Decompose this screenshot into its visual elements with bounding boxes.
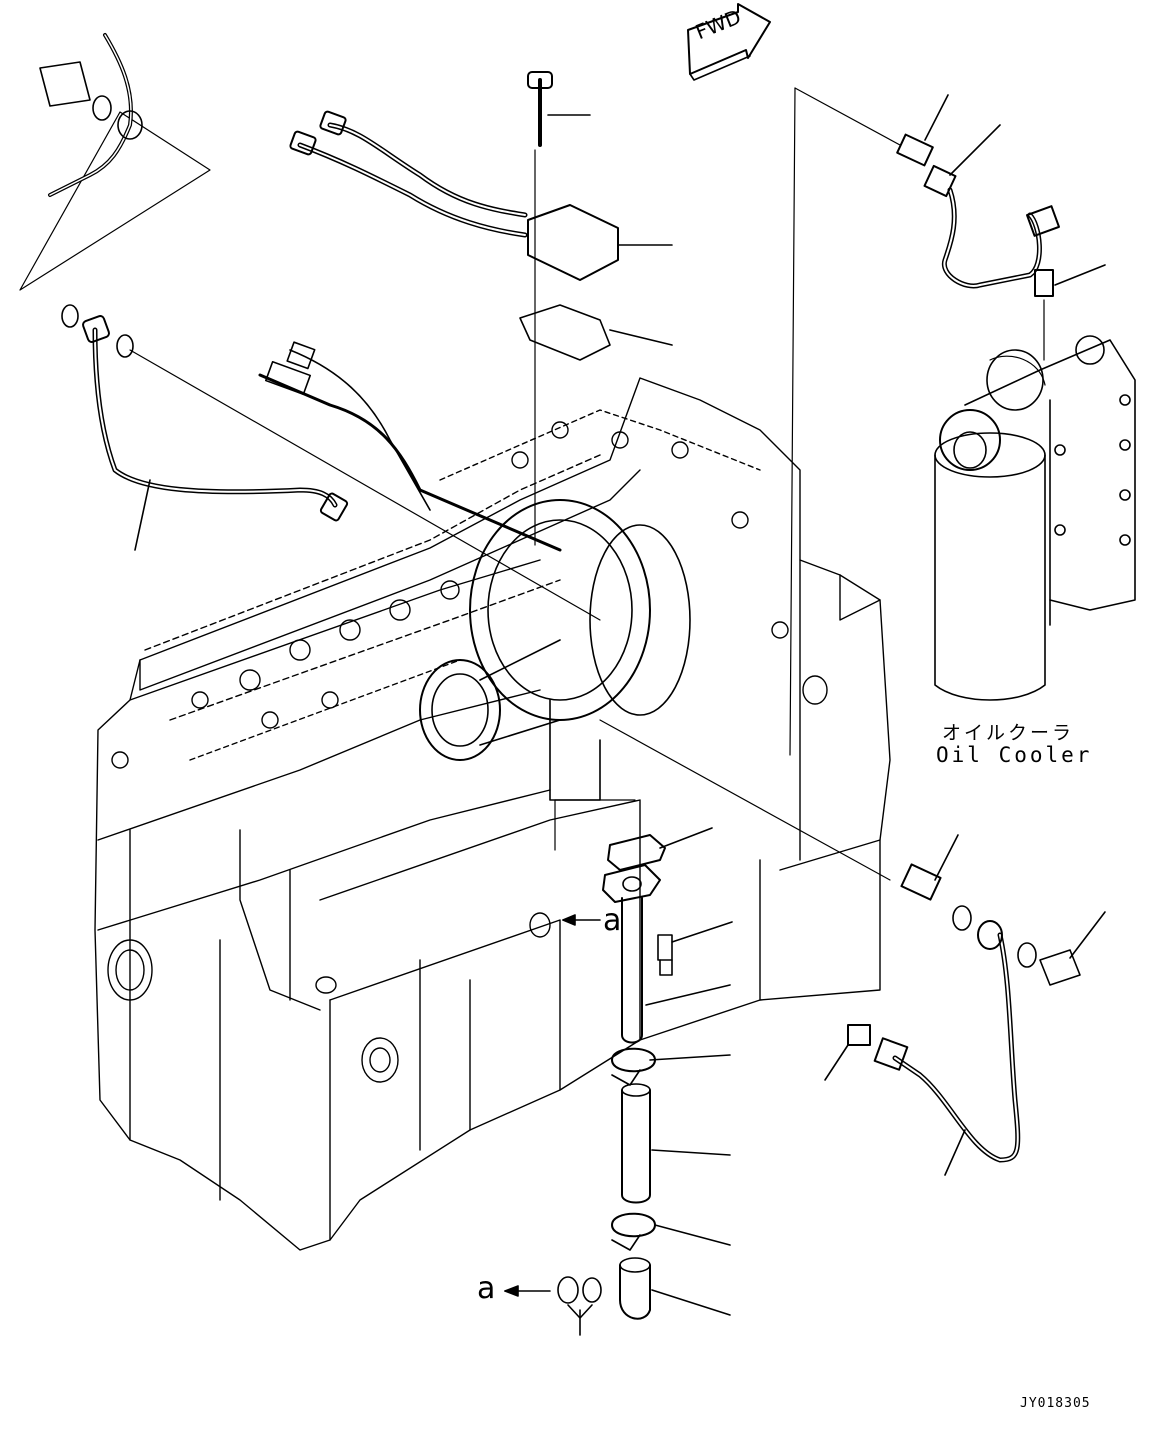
top-bracket-assembly xyxy=(289,71,673,546)
engine-block xyxy=(94,377,891,1251)
oil-cooler xyxy=(934,335,1136,701)
reference-a-label: a xyxy=(603,903,622,938)
leader-lines xyxy=(129,349,636,851)
inset-upper-left xyxy=(19,33,211,291)
turbocharger xyxy=(419,499,691,801)
oil-cooler-pipe-upper xyxy=(789,87,1106,756)
left-oil-feed-pipe xyxy=(61,304,349,551)
oil-cooler-label-jp: オイルクーラ xyxy=(942,722,1075,744)
figure-id: JY018305 xyxy=(1020,1396,1091,1411)
drain-pipe-assembly xyxy=(504,827,733,1336)
oil-return-line-lower xyxy=(599,719,1106,1176)
oil-cooler-label-en: Oil Cooler xyxy=(936,743,1093,767)
fwd-arrow-icon xyxy=(687,3,771,81)
reference-a-label: a xyxy=(477,1271,496,1306)
sensor-harness xyxy=(258,341,562,552)
